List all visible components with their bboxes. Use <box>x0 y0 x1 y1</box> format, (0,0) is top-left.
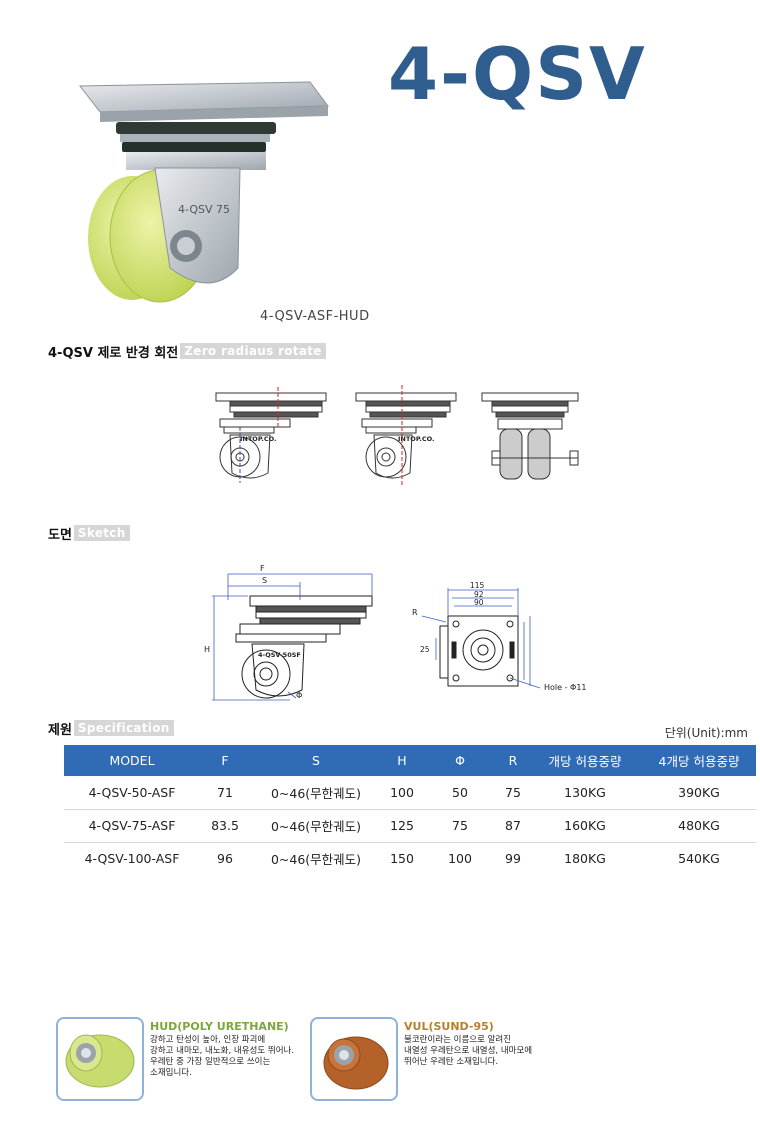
material-description: 강하고 탄성이 높아, 인장 파괴에 강하고 내마모, 내노화, 내유성도 뛰어… <box>150 1035 295 1078</box>
table-cell: 75 <box>422 809 498 843</box>
section-title-ko: 제원 <box>48 722 72 738</box>
table-row: 4-QSV-100-ASF 96 0~46(무한궤도) 150 100 99 1… <box>64 842 756 875</box>
table-cell: 390KG <box>642 776 756 810</box>
section-heading-spec: 제원 Specification <box>48 718 174 738</box>
material-vul <box>310 1017 398 1101</box>
section-title-ko: 도면 <box>48 527 72 543</box>
table-cell: 0~46(무한궤도) <box>270 852 362 868</box>
svg-text:INTOP.CO.: INTOP.CO. <box>240 435 276 443</box>
svg-text:92: 92 <box>474 590 484 599</box>
svg-text:25: 25 <box>420 645 430 654</box>
hero-caption: 4-QSV-ASF-HUD <box>260 309 370 324</box>
section-title-en: Sketch <box>73 525 130 541</box>
table-cell: 150 <box>390 851 414 867</box>
svg-text:4-QSV-50SF: 4-QSV-50SF <box>258 651 301 659</box>
column-header: 개당 허용중량 <box>528 745 642 776</box>
column-header: Φ <box>422 745 498 776</box>
table-cell: 540KG <box>678 851 720 867</box>
table-cell: 96 <box>217 851 233 867</box>
table-cell: 50 <box>422 776 498 810</box>
vul-wheel-image <box>310 1017 398 1101</box>
table-cell: 99 <box>505 851 521 867</box>
table-cell: 160KG <box>528 809 642 843</box>
svg-text:90: 90 <box>474 598 484 607</box>
table-row: 4-QSV-50-ASF 71 0~46(무한궤도) 100 50 75 130… <box>64 776 756 810</box>
table-header-row: MODEL F S H Φ R 개당 허용중량 4개당 허용중량 <box>64 745 756 776</box>
column-header: MODEL <box>64 745 200 776</box>
table-cell: 125 <box>382 809 422 843</box>
page-title: 4-QSV <box>388 32 647 116</box>
table-cell: 87 <box>498 809 528 843</box>
section-heading-rotate: 4-QSV 제로 반경 회전 Zero radiaus rotate <box>48 341 326 361</box>
column-header: H <box>382 745 422 776</box>
section-title-en: Zero radiaus rotate <box>180 343 326 359</box>
section-title-en: Specification <box>73 720 174 736</box>
rotation-view-3 <box>481 392 579 480</box>
table-cell: 180KG <box>564 851 606 867</box>
svg-text:H: H <box>204 645 210 654</box>
column-header: 4개당 허용중량 <box>642 745 756 776</box>
caster-photo: 4-QSV 75 <box>78 81 329 303</box>
column-header: R <box>498 745 528 776</box>
material-title: VUL(SUND-95) <box>404 1020 494 1033</box>
table-cell: 480KG <box>642 809 756 843</box>
svg-text:S: S <box>262 576 267 585</box>
table-cell: 100 <box>448 851 472 867</box>
table-cell: 75 <box>498 776 528 810</box>
rotation-drawings: INTOP.CO. INTOP.CO. <box>215 385 579 485</box>
bracket-label: 4-QSV 75 <box>178 203 230 216</box>
column-header: S <box>250 745 382 776</box>
hud-wheel-image <box>56 1017 144 1101</box>
table-cell: 4-QSV-75-ASF <box>64 809 200 843</box>
sketch-side-view: F S H Φ 4-QSV-50SF <box>204 564 373 701</box>
svg-text:INTOP.CO.: INTOP.CO. <box>398 435 434 443</box>
table-cell: 4-QSV-100-ASF <box>84 851 180 867</box>
rotation-view-2: INTOP.CO. <box>355 385 457 485</box>
material-hud <box>56 1017 144 1101</box>
material-description: 불코란이라는 이름으로 알려진 내열성 우레탄으로 내열성, 내마모에 뛰어난 … <box>404 1035 533 1067</box>
svg-text:F: F <box>260 564 265 573</box>
spec-table: MODEL F S H Φ R 개당 허용중량 4개당 허용중량 4-QSV-5… <box>64 745 756 875</box>
column-header: F <box>200 745 250 776</box>
table-cell: 0~46(무한궤도) <box>250 776 382 810</box>
table-cell: 0~46(무한궤도) <box>250 809 382 843</box>
table-cell: 4-QSV-50-ASF <box>64 776 200 810</box>
rotation-view-1: INTOP.CO. <box>215 387 327 483</box>
unit-label: 단위(Unit):mm <box>664 726 748 740</box>
table-cell: 71 <box>200 776 250 810</box>
section-title-ko: 4-QSV 제로 반경 회전 <box>48 345 179 361</box>
svg-text:R: R <box>412 608 418 617</box>
section-heading-sketch: 도면 Sketch <box>48 523 130 543</box>
svg-text:115: 115 <box>470 581 485 590</box>
svg-text:Φ: Φ <box>296 691 302 700</box>
table-cell: 130KG <box>528 776 642 810</box>
sketch-top-view: 115 92 90 R 25 Hole - Φ11 <box>412 581 587 692</box>
material-title: HUD(POLY URETHANE) <box>150 1020 289 1033</box>
table-cell: 100 <box>382 776 422 810</box>
svg-text:Hole - Φ11: Hole - Φ11 <box>544 683 587 692</box>
table-row: 4-QSV-75-ASF 83.5 0~46(무한궤도) 125 75 87 1… <box>64 809 756 843</box>
table-cell: 83.5 <box>200 809 250 843</box>
